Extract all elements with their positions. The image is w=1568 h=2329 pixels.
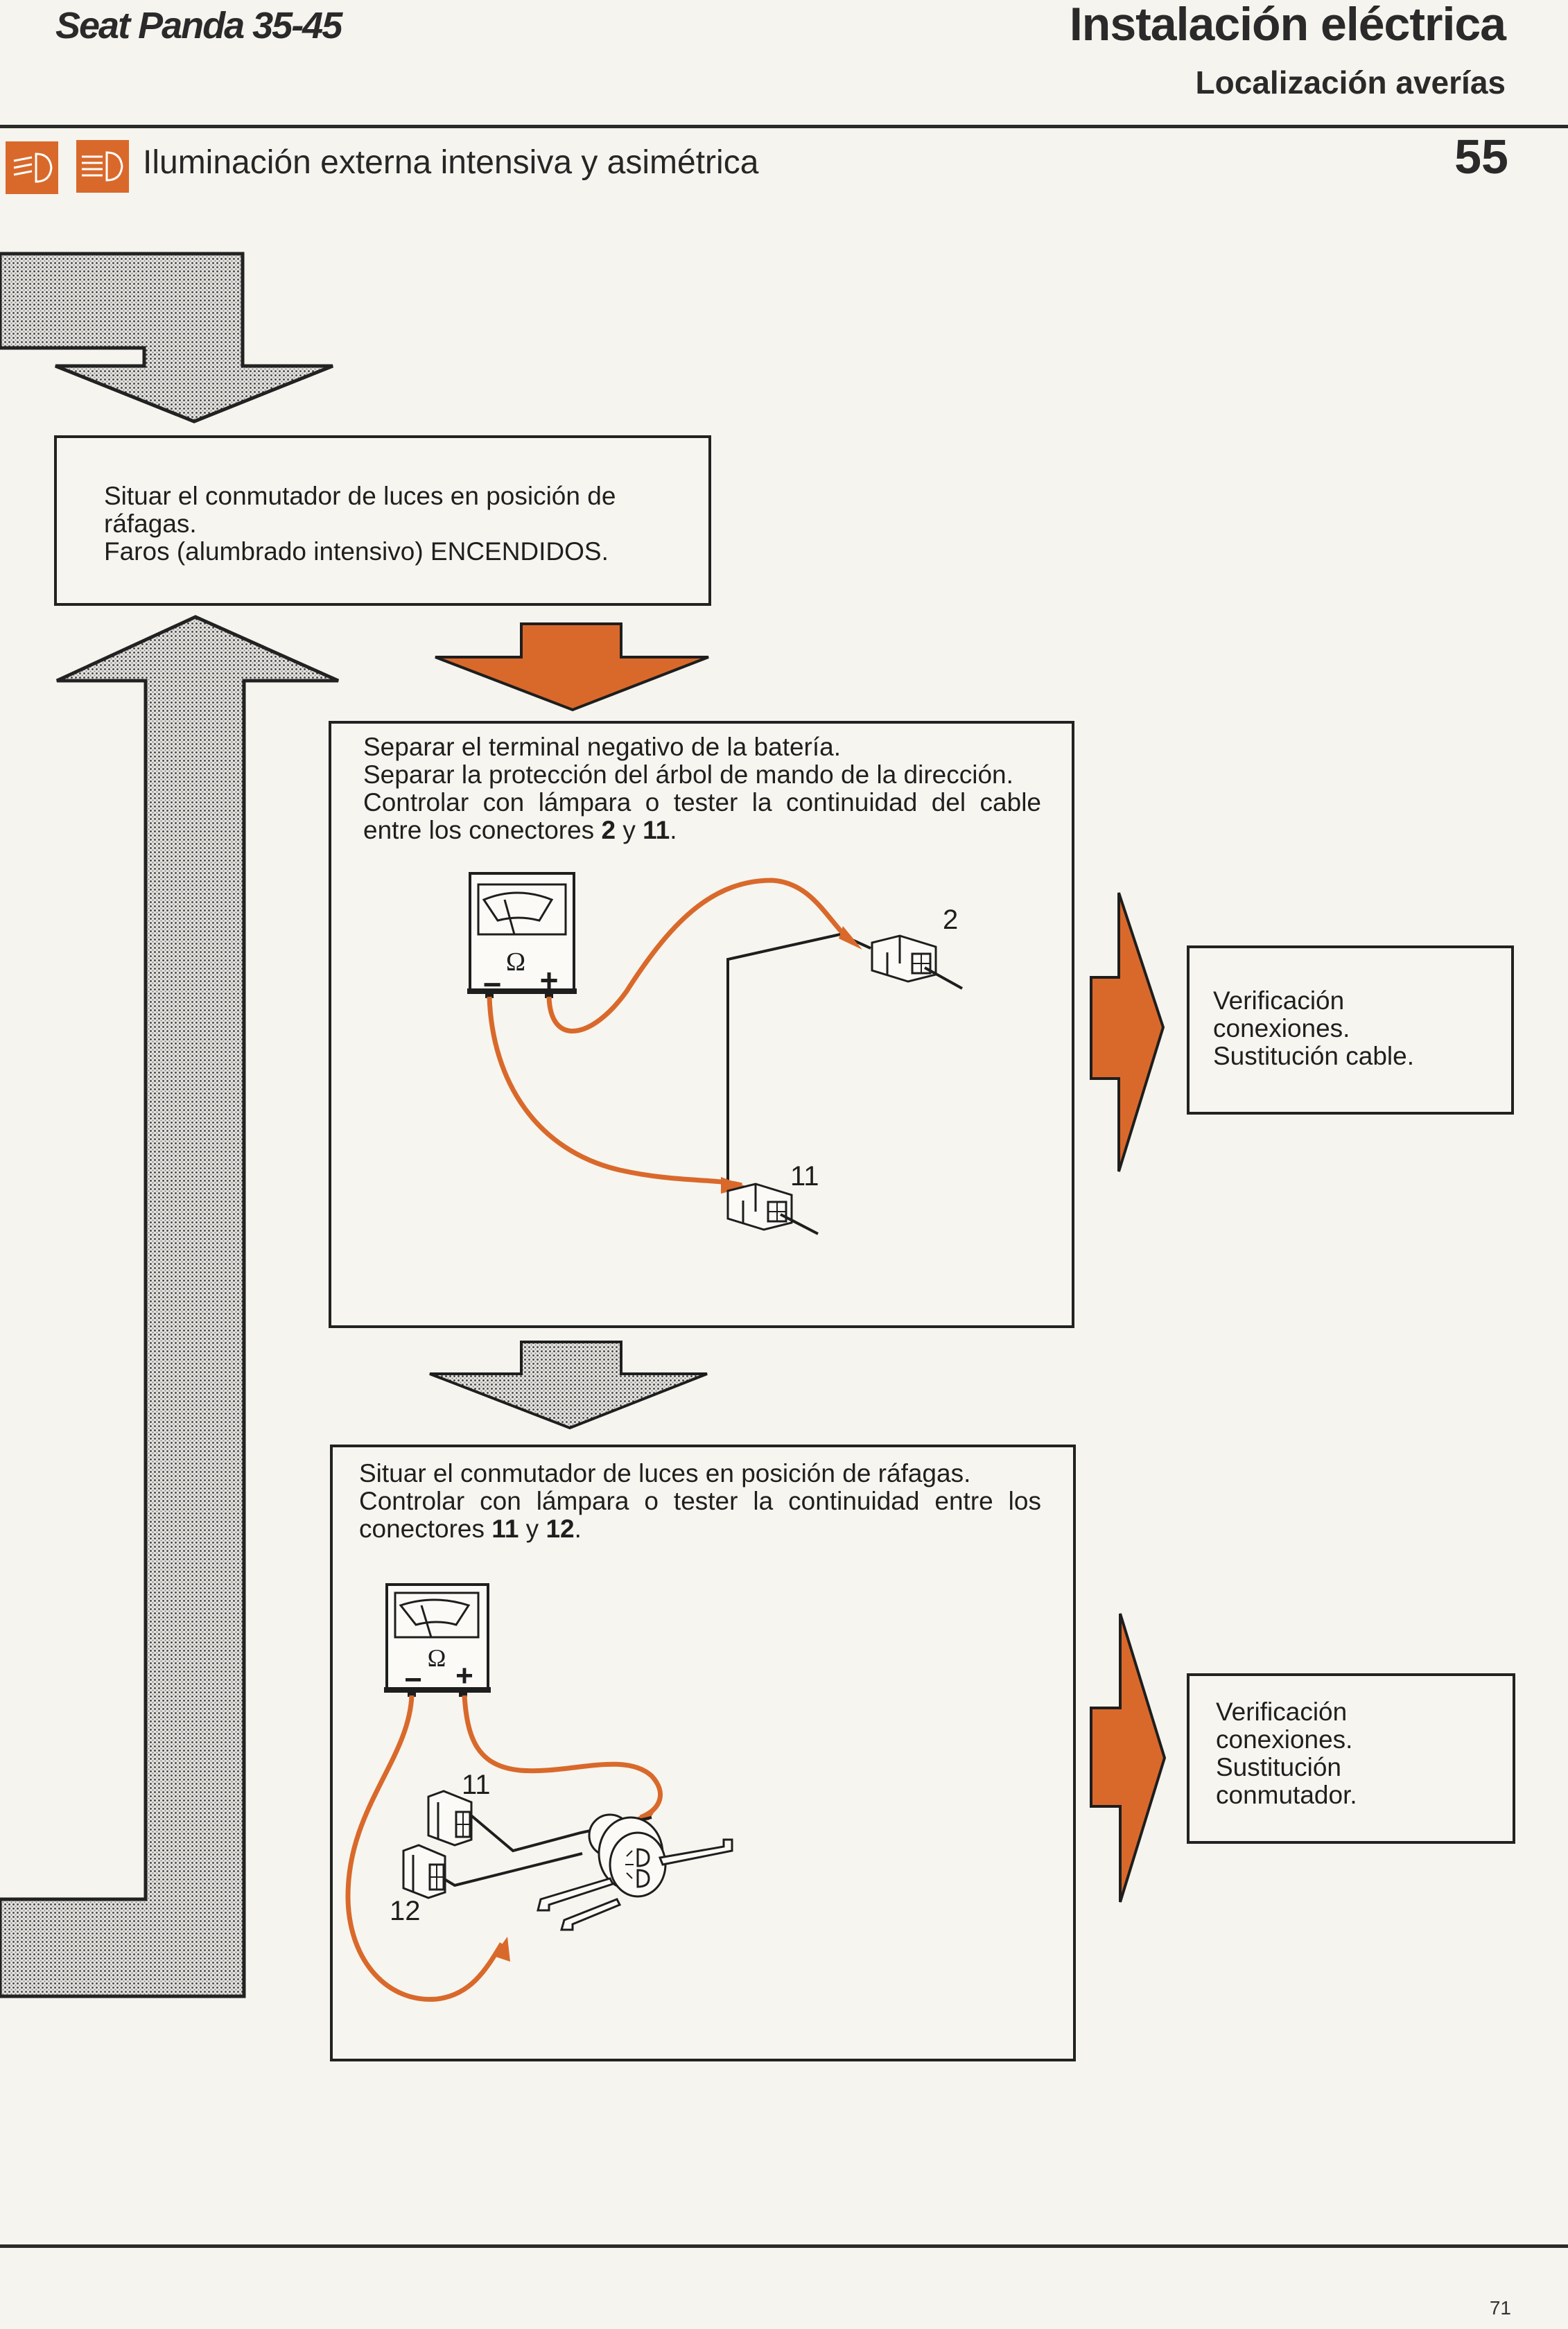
probe-lead-negative: [487, 996, 742, 1188]
result1-line2: Sustitución cable.: [1213, 1042, 1415, 1070]
light-switch-assembly: [537, 1813, 733, 1931]
connector-ref-2: 2: [601, 816, 616, 844]
step2-line3: Controlar con lámpara o tester la contin…: [363, 789, 1041, 844]
step2-and: y: [616, 816, 643, 844]
subsection-title: Localización averías: [1195, 64, 1506, 101]
result1-box: Verificación conexiones. Sustitución cab…: [1187, 945, 1514, 1115]
connector-12-label: 12: [390, 1896, 421, 1926]
connector-12: [402, 1844, 446, 1899]
step1-line2: Faros (alumbrado intensivo) ENCENDIDOS.: [104, 537, 609, 566]
step2-line1: Separar el terminal negativo de la bater…: [363, 733, 842, 761]
section-title: Instalación eléctrica: [1069, 0, 1506, 51]
entry-arrow-down: [0, 252, 333, 424]
connector-11-label: 11: [790, 1161, 819, 1192]
footer-page-number: 71: [1489, 2297, 1511, 2319]
multimeter: [384, 1583, 491, 1697]
result2-line2: Sustitución conmutador.: [1216, 1753, 1357, 1809]
headlight-high-beam-icon: [76, 140, 129, 193]
page-heading: Iluminación externa intensiva y asimétri…: [143, 144, 759, 181]
step3-period: .: [574, 1515, 582, 1543]
result1-line1: Verificación conexiones.: [1213, 986, 1350, 1043]
header-rule: [0, 125, 1568, 128]
connector-ref-12: 12: [546, 1515, 575, 1543]
return-loop-arrow: [0, 615, 340, 1998]
result2-line1: Verificación conexiones.: [1216, 1698, 1353, 1754]
probe-lead-positive: [462, 1695, 663, 1820]
meter-plus: +: [455, 1659, 473, 1693]
step2-line3-text: Controlar con lámpara o tester la contin…: [363, 788, 1041, 844]
connector-ref-11: 11: [643, 816, 670, 844]
step3-line2: Controlar con lámpara o tester la contin…: [359, 1488, 1041, 1543]
step3-line1: Situar el conmutador de luces en posició…: [359, 1459, 971, 1488]
step2-period: .: [670, 816, 677, 844]
harness-wire: [726, 932, 871, 1184]
ohm-symbol: Ω: [428, 1644, 446, 1672]
step2-box: Separar el terminal negativo de la bater…: [329, 721, 1074, 1328]
connector-ref-11b: 11: [491, 1515, 519, 1543]
step2-diagram: Ω − + 2 11: [467, 872, 963, 1235]
section-number: 55: [1454, 130, 1508, 184]
meter-plus: +: [540, 962, 559, 998]
ohm-symbol: Ω: [506, 948, 525, 977]
footer-rule: [0, 2244, 1568, 2248]
connector-11: [726, 1183, 819, 1235]
headlight-flash-icon: [6, 141, 58, 194]
step3-diagram: Ω − + 11 12: [345, 1583, 733, 2002]
meter-minus: −: [483, 966, 502, 1002]
step3-line2-text: Controlar con lámpara o tester la contin…: [359, 1487, 1041, 1543]
orange-arrow-right-1: [1090, 892, 1165, 1172]
connector-11-label: 11: [462, 1770, 491, 1800]
connector-2: [871, 934, 963, 990]
step3-and: y: [519, 1515, 546, 1543]
step2-line2: Separar la protección del árbol de mando…: [363, 760, 1013, 789]
multimeter: [467, 872, 577, 998]
connector-11: [427, 1790, 473, 1847]
orange-arrow-right-2: [1090, 1613, 1167, 1903]
gray-arrow-down: [429, 1341, 708, 1430]
result2-box: Verificación conexiones. Sustitución con…: [1187, 1673, 1515, 1844]
step3-box: Situar el conmutador de luces en posició…: [330, 1445, 1076, 2061]
probe-lead-negative: [345, 1695, 504, 2002]
orange-arrow-down: [435, 622, 709, 712]
connector-2-label: 2: [943, 905, 958, 935]
probe-lead-positive: [546, 878, 855, 1033]
meter-minus: −: [404, 1663, 422, 1697]
step1-box: Situar el conmutador de luces en posició…: [54, 435, 711, 606]
step1-line1: Situar el conmutador de luces en posició…: [104, 482, 616, 538]
model-title: Seat Panda 35-45: [55, 5, 342, 46]
